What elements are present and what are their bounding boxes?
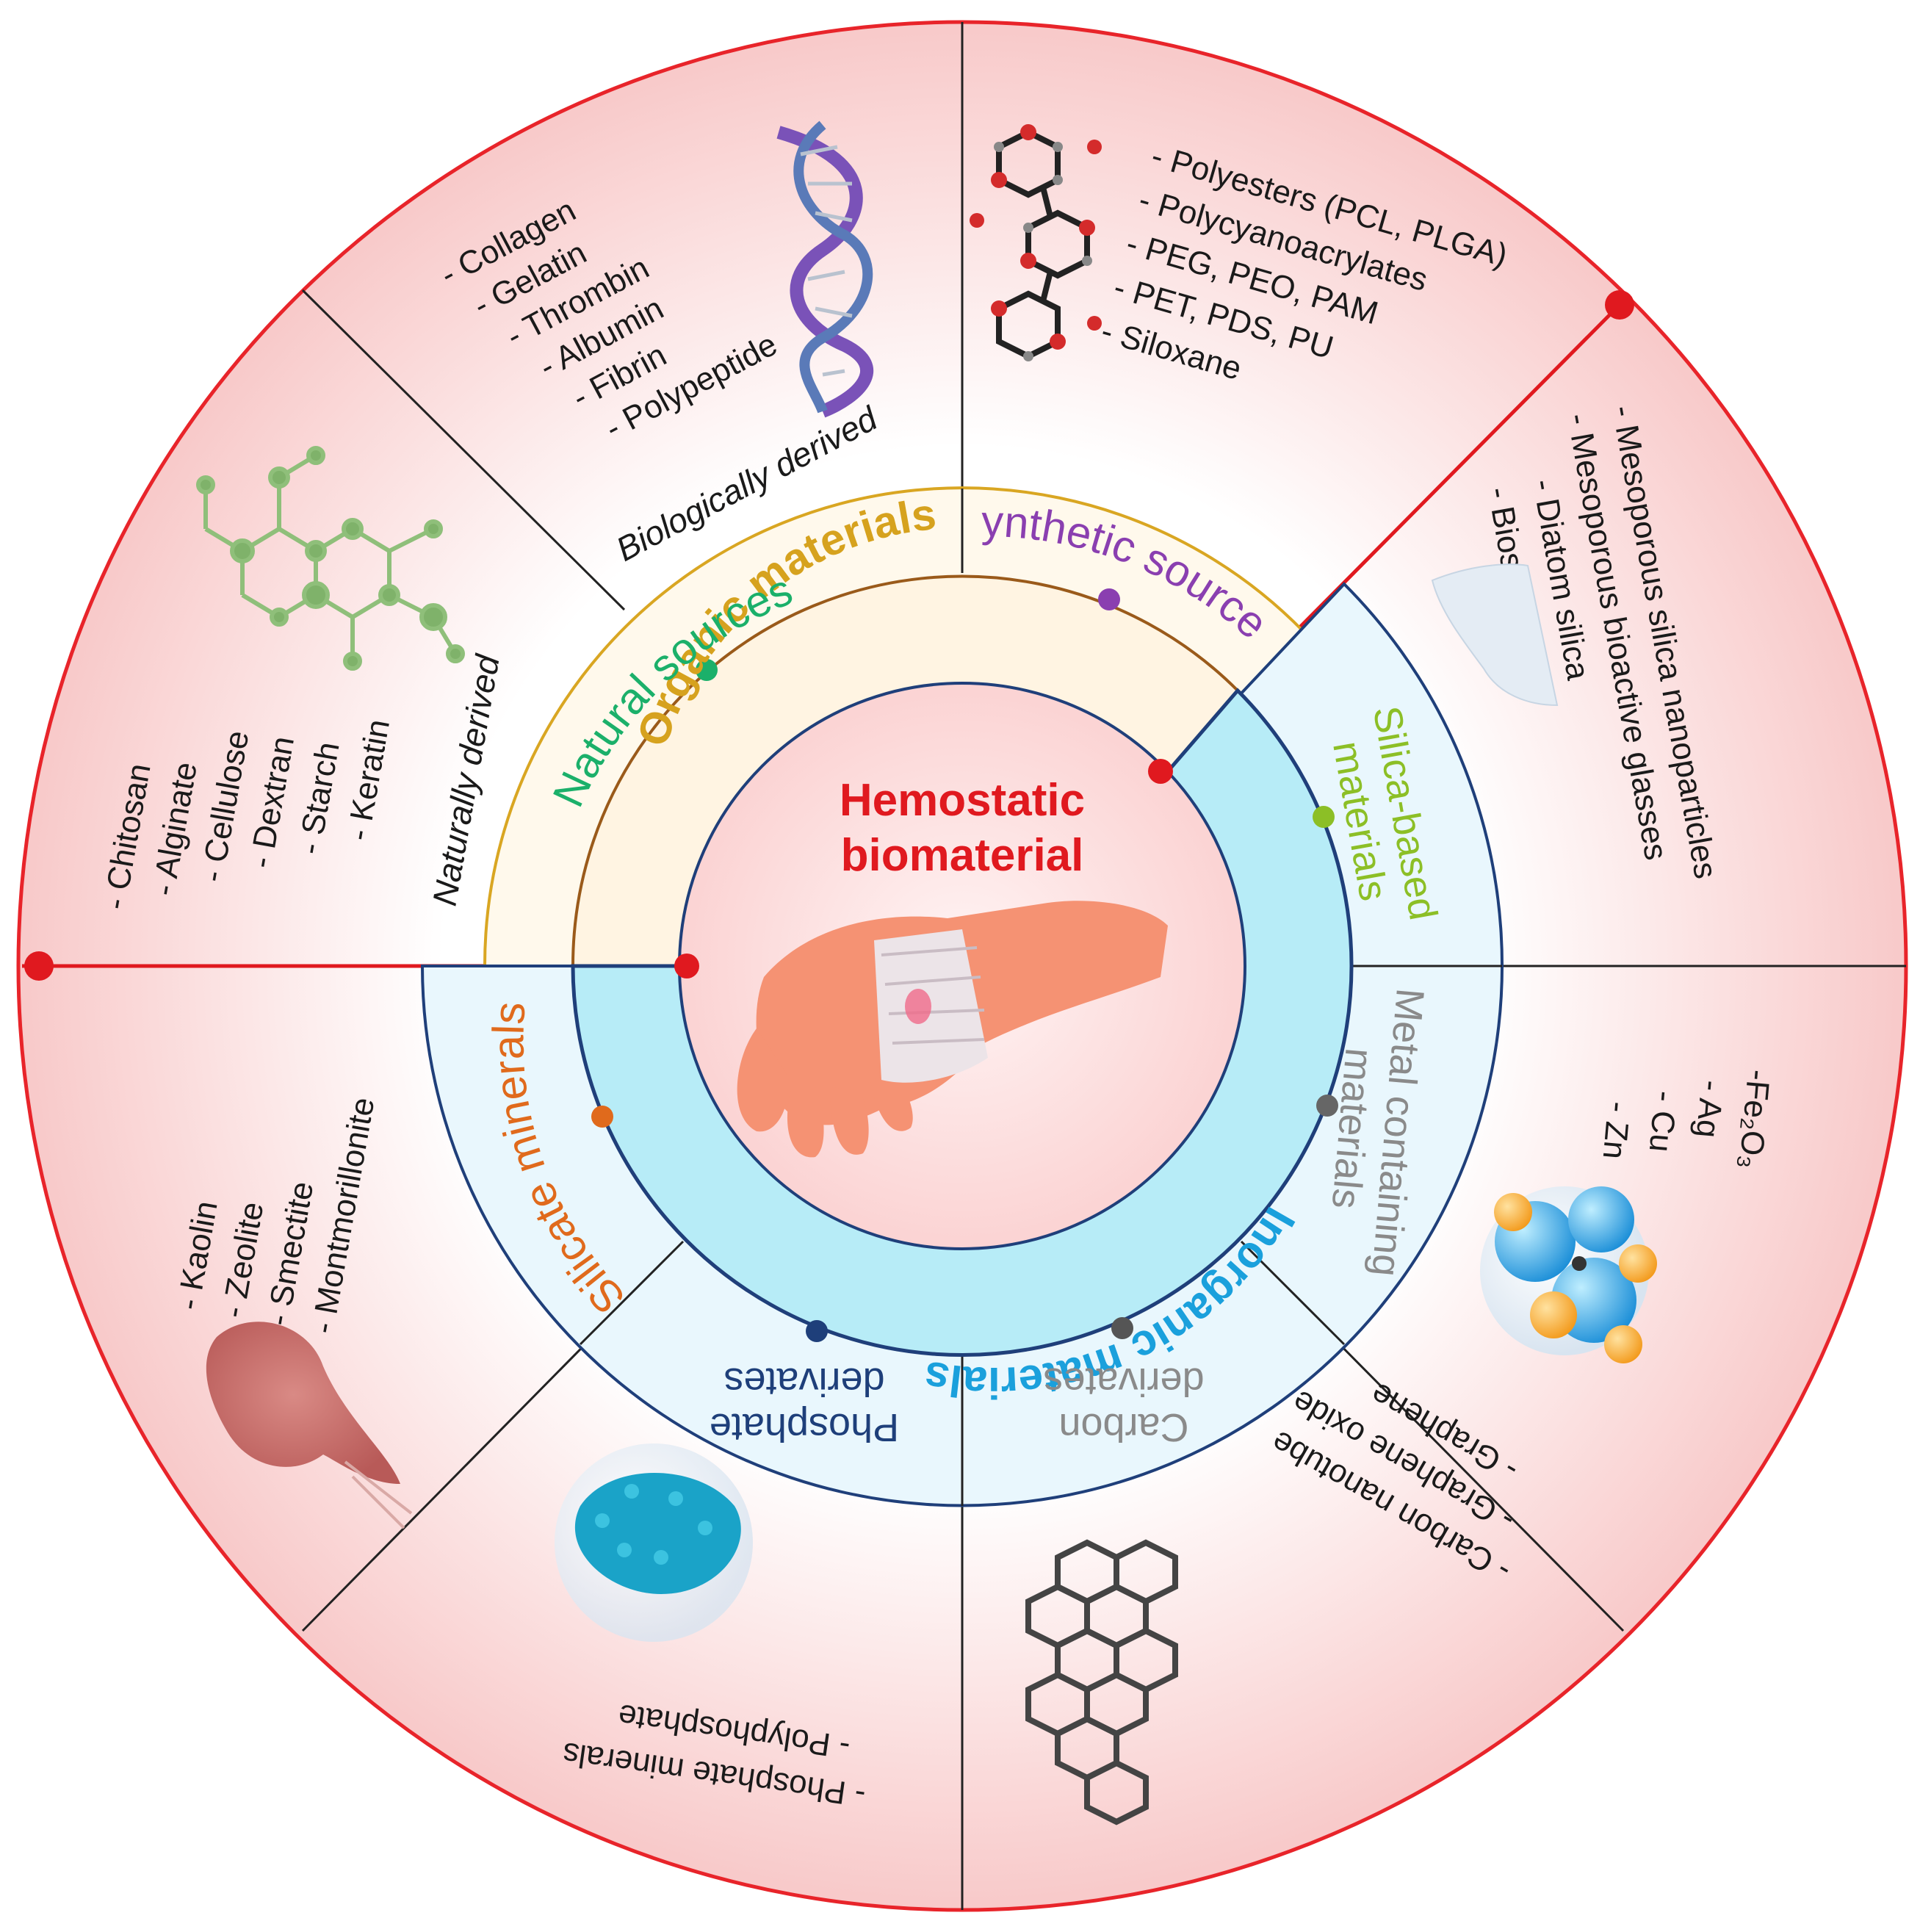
- dot-synthetic: [1098, 588, 1120, 610]
- bandaged-hand-icon: [737, 901, 1168, 1158]
- svg-text:Phosphate: Phosphate: [710, 1405, 899, 1449]
- carbon-derivates-label: Carbon derivates: [1043, 1360, 1204, 1449]
- svg-text:derivates: derivates: [1043, 1360, 1204, 1404]
- svg-text:derivates: derivates: [723, 1360, 884, 1404]
- dot-phosphate: [806, 1320, 828, 1342]
- boundary-dot-right: [1605, 290, 1634, 320]
- core-title-line1: Hemostatic: [840, 775, 1085, 826]
- dot-core-right: [1148, 759, 1173, 784]
- molecule-structure-icon: [196, 446, 465, 671]
- dot-silica: [1313, 806, 1335, 828]
- dot-core-left: [674, 954, 699, 978]
- natural-items: - Chitosan - Alginate - Cellulose - Dext…: [97, 717, 397, 912]
- polymer-molecule-icon: [970, 124, 1102, 361]
- clay-powder-icon: [206, 1322, 413, 1529]
- svg-text:- Cu: - Cu: [1642, 1089, 1683, 1153]
- phosphate-derivates-label: Phosphate derivates: [710, 1360, 899, 1449]
- phosphate-particles-icon: [555, 1443, 753, 1642]
- core-title-line2: biomaterial: [841, 830, 1084, 881]
- metal-items: -Fe₂O₃ - Ag - Cu - Zn: [1596, 1068, 1777, 1170]
- dna-helix-icon: [776, 120, 874, 418]
- metal-nanoparticles-icon: [1480, 1186, 1657, 1363]
- boundary-dot-left: [24, 951, 54, 981]
- dot-carbon: [1111, 1317, 1133, 1339]
- svg-text:- Ag: - Ag: [1689, 1079, 1730, 1139]
- svg-text:-Fe₂O₃: -Fe₂O₃: [1732, 1068, 1777, 1170]
- dot-natural: [696, 659, 718, 681]
- svg-text:- Zn: - Zn: [1596, 1100, 1637, 1161]
- graphene-lattice-icon: [1025, 1539, 1178, 1825]
- svg-text:Carbon: Carbon: [1058, 1405, 1188, 1449]
- dot-silicate: [591, 1106, 613, 1128]
- dot-metal: [1316, 1095, 1338, 1117]
- silica-crystal-icon: [1431, 563, 1559, 707]
